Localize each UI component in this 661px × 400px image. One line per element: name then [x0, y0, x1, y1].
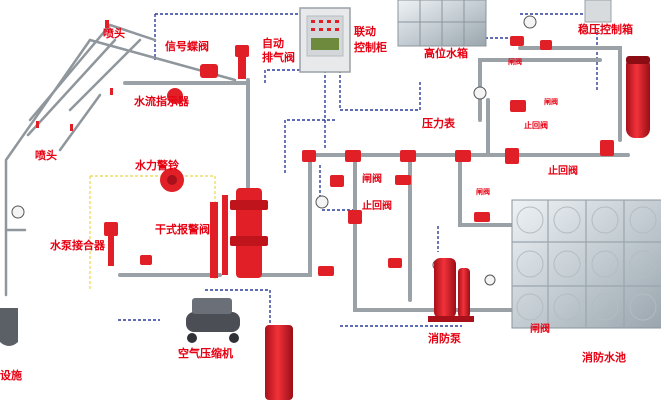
- dry-alarm-valve-assembly: [210, 188, 268, 278]
- air-line: [89, 175, 216, 290]
- label-dry-alarm-valve: 干式报警阀: [155, 223, 210, 236]
- air-compressor: [186, 298, 240, 343]
- label-pressure-gauge: 压力表: [422, 117, 455, 130]
- extinguisher-cylinder: [265, 325, 293, 400]
- label-end-device: 设施: [0, 369, 22, 382]
- label-pump-adapter: 水泵接合器: [50, 239, 105, 252]
- sprinkler-piping: [4, 23, 237, 297]
- drain-tub-icon: [0, 308, 18, 346]
- pressure-tank: [626, 56, 650, 138]
- label-check-valve-top: 止回阀: [524, 121, 548, 130]
- label-gate-valve-2: 闸阀: [508, 58, 522, 66]
- label-linkage-cabinet-2: 控制柜: [354, 41, 387, 54]
- label-gate-valve-3: 闸阀: [476, 188, 490, 196]
- label-hydraulic-alarm-bell: 水力警铃: [135, 159, 179, 172]
- label-spray-head-top: 喷头: [103, 27, 125, 40]
- high-level-water-tank: [397, 0, 487, 47]
- label-high-tank: 高位水箱: [424, 47, 468, 60]
- label-flow-indicator: 水流指示器: [134, 95, 189, 108]
- label-gate-valve-1: 闸阀: [362, 174, 382, 185]
- label-gate-valve-right: 闸阀: [544, 98, 558, 106]
- red-fittings: [104, 36, 614, 302]
- label-fire-pump: 消防泵: [428, 332, 461, 345]
- sprinkler-heads: [36, 20, 113, 131]
- signal-wires: [118, 13, 598, 330]
- label-air-compressor: 空气压缩机: [178, 347, 233, 360]
- label-linkage-cabinet-1: 联动: [354, 25, 376, 38]
- label-auto-exhaust-1: 自动: [262, 37, 284, 50]
- label-signal-butterfly-valve: 信号蝶阀: [165, 40, 209, 53]
- pressure-control-cabinet-icon: [584, 0, 612, 23]
- label-check-valve-right: 止回阀: [548, 166, 578, 177]
- label-gate-valve-bottom: 闸阀: [530, 324, 550, 335]
- hydraulic-alarm-bell-icon: [160, 168, 184, 192]
- label-fire-pool: 消防水池: [582, 351, 626, 364]
- linkage-control-cabinet-icon: [299, 7, 351, 73]
- label-spray-head-left: 喷头: [35, 149, 57, 162]
- fire-pump: [428, 258, 474, 322]
- fire-pool-tank: [511, 199, 661, 329]
- label-check-valve-mid: 止回阀: [362, 201, 392, 212]
- label-auto-exhaust-2: 排气阀: [262, 51, 295, 64]
- label-pressure-cabinet: 稳压控制箱: [578, 23, 633, 36]
